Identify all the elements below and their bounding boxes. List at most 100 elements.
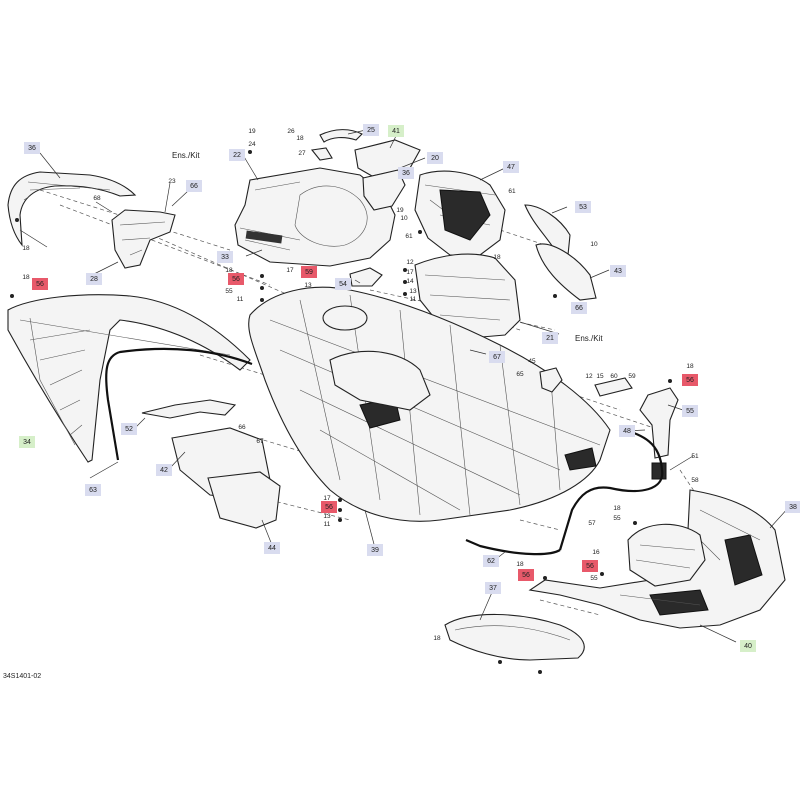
callout-text: 25 (367, 127, 375, 134)
callout-17: 17 (323, 495, 331, 502)
callout-58: 58 (691, 477, 699, 484)
callout-text: 66 (238, 424, 246, 431)
callout-59: 59 (628, 373, 636, 380)
callout-56: 56 (32, 278, 48, 290)
callout-56: 56 (518, 569, 534, 581)
callout-text: 67 (493, 354, 501, 361)
callout-text: 18 (433, 635, 441, 642)
callout-text: 53 (579, 204, 587, 211)
callout-text: 61 (405, 233, 413, 240)
callout-55: 55 (225, 288, 233, 295)
callout-56: 56 (582, 560, 598, 572)
callout-18: 18 (686, 363, 694, 370)
callout-text: 54 (339, 281, 347, 288)
callout-51: 51 (691, 453, 699, 460)
callout-19: 19 (396, 207, 404, 214)
callout-44: 44 (264, 542, 280, 554)
callout-text: 16 (592, 549, 600, 556)
callout-10: 10 (400, 215, 408, 222)
callout-15: 15 (596, 373, 604, 380)
callout-text: 56 (232, 276, 240, 283)
callout-68: 68 (93, 195, 101, 202)
callout-text: 39 (371, 547, 379, 554)
part-bracket-left (111, 209, 176, 269)
callout-text: 51 (691, 453, 699, 460)
kit-annotation-top: Ens./Kit (172, 151, 200, 160)
callout-text: 12 (406, 259, 414, 266)
callout-43: 43 (610, 265, 626, 277)
callout-text: 56 (586, 563, 594, 570)
callout-text: 36 (402, 170, 410, 177)
callout-20: 20 (427, 152, 443, 164)
callout-55: 55 (613, 515, 621, 522)
callout-66: 66 (186, 180, 202, 192)
callout-text: 10 (590, 241, 598, 248)
callout-36: 36 (398, 167, 414, 179)
callout-text: 17 (323, 495, 331, 502)
callout-text: 17 (406, 269, 414, 276)
callout-text: 56 (522, 572, 530, 579)
callout-text: 42 (160, 467, 168, 474)
callout-61: 61 (405, 233, 413, 240)
callout-10: 10 (590, 241, 598, 248)
callout-text: 23 (168, 178, 176, 185)
callout-text: 58 (691, 477, 699, 484)
callout-11: 11 (237, 296, 244, 303)
callout-28: 28 (86, 273, 102, 285)
callout-14: 14 (406, 278, 414, 285)
callout-text: 18 (22, 245, 30, 252)
callout-text: 41 (392, 128, 400, 135)
callout-55: 55 (682, 405, 698, 417)
callout-63: 63 (85, 484, 101, 496)
callout-text: 11 (410, 296, 417, 303)
part-front-console (234, 167, 396, 267)
callout-52: 52 (121, 423, 137, 435)
callout-66: 66 (571, 302, 587, 314)
part-main-deck (248, 286, 611, 522)
part-glovebox (414, 170, 506, 256)
callout-54: 54 (335, 278, 351, 290)
callout-33: 33 (217, 251, 233, 263)
callout-23: 23 (168, 178, 176, 185)
callout-18: 18 (433, 635, 441, 642)
callout-17: 17 (406, 269, 414, 276)
callout-16: 16 (592, 549, 600, 556)
callout-text: 14 (406, 278, 414, 285)
callout-12: 12 (406, 259, 414, 266)
callout-text: 44 (268, 545, 276, 552)
callout-text: 27 (298, 150, 306, 157)
callout-18: 18 (296, 135, 304, 142)
part-bow-cap (627, 523, 706, 587)
callout-13: 13 (304, 282, 312, 289)
kit-annotation-right: Ens./Kit (575, 334, 603, 343)
callout-18: 18 (22, 274, 30, 281)
part-footwell-mat (207, 471, 281, 529)
callout-61: 61 (508, 188, 516, 195)
part-left-side-panel (7, 294, 251, 463)
callout-38: 38 (785, 501, 800, 513)
callout-text: 13 (304, 282, 312, 289)
callout-22: 22 (229, 149, 245, 161)
figure-code: 34S1401-02 (3, 673, 41, 680)
part-right-trim-lower (535, 243, 597, 301)
fasteners (10, 150, 672, 674)
callout-18: 18 (613, 505, 621, 512)
callout-text: 18 (493, 254, 501, 261)
callout-text: 21 (546, 335, 554, 342)
callout-text: 59 (628, 373, 636, 380)
callout-text: 18 (225, 267, 233, 274)
part-pad (349, 267, 383, 287)
part-support-bracket (141, 399, 237, 419)
callout-47: 47 (503, 161, 519, 173)
callout-text: 59 (305, 269, 313, 276)
callout-37: 37 (485, 582, 501, 594)
callout-53: 53 (575, 201, 591, 213)
callout-12: 12 (585, 373, 593, 380)
callout-65: 65 (516, 371, 524, 378)
callout-57: 57 (588, 520, 596, 527)
callout-48: 48 (619, 425, 635, 437)
callout-27: 27 (298, 150, 306, 157)
part-handle-cover (319, 129, 363, 143)
callout-text: 18 (686, 363, 694, 370)
